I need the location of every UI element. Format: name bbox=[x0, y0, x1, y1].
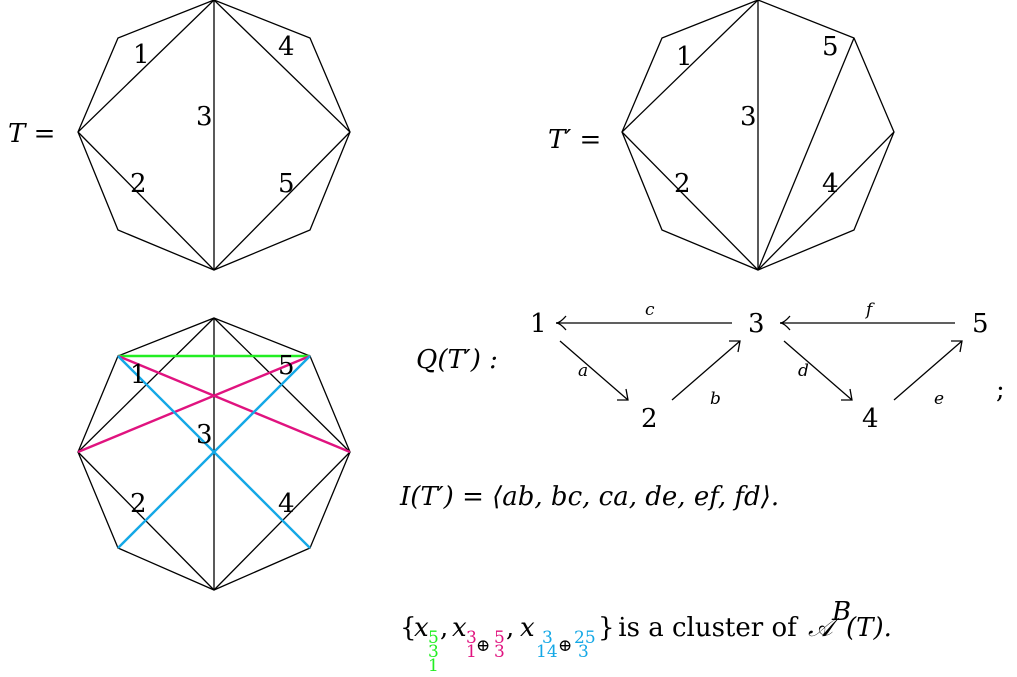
cluster-close-brace: } bbox=[598, 613, 615, 643]
tp-label-3: 3 bbox=[740, 102, 757, 132]
cluster-x3: x bbox=[520, 613, 535, 643]
x2-sub-a-3: 3 bbox=[466, 628, 477, 648]
t-label-1: 1 bbox=[133, 40, 150, 70]
cluster-algebra-sup: B bbox=[831, 597, 851, 627]
arrow-b-head bbox=[729, 340, 741, 353]
tp-label-5: 5 bbox=[822, 32, 839, 62]
x3-sub-b-25: 25 bbox=[574, 628, 596, 648]
arrow-c-head bbox=[555, 315, 567, 331]
cluster-x2: x bbox=[452, 613, 467, 643]
t-label-4: 4 bbox=[278, 32, 295, 62]
arrow-e-head bbox=[951, 340, 963, 353]
cluster-comma-1: , bbox=[440, 613, 448, 643]
octagon-t-prime: 1 2 3 4 5 bbox=[621, 0, 895, 271]
diagonal-2 bbox=[621, 131, 759, 271]
x2-oplus: ⊕ bbox=[476, 636, 490, 656]
cluster-text: is a cluster of bbox=[610, 613, 805, 643]
diagonal-4 bbox=[757, 131, 895, 271]
arrow-label-b: b bbox=[710, 389, 721, 409]
diagonal-5 bbox=[757, 37, 855, 271]
arrow-label-f: f bbox=[864, 300, 875, 320]
c-label-1: 1 bbox=[130, 360, 147, 390]
octagon-t: 1 2 3 4 5 bbox=[77, 0, 351, 271]
arrow-a bbox=[559, 340, 629, 401]
cluster-statement: { x 5 3 1 , x 3 1 ⊕ 5 3 , x 3 14 ⊕ 25 3 … bbox=[400, 597, 892, 676]
t-label-3: 3 bbox=[196, 102, 213, 132]
diagonal-5 bbox=[213, 131, 351, 271]
quiver: Q(T′) : 1 2 3 4 5 ; c f a b d e bbox=[416, 300, 1005, 434]
cyan-arc-2 bbox=[117, 355, 311, 549]
arrow-a-head bbox=[617, 388, 629, 401]
cluster-comma-2: , bbox=[506, 613, 514, 643]
quiver-semicolon: ; bbox=[996, 375, 1005, 405]
arrow-d bbox=[783, 340, 853, 401]
diagonal-4 bbox=[213, 0, 351, 133]
t-label-5: 5 bbox=[278, 169, 295, 199]
magenta-arc-2 bbox=[117, 354, 351, 454]
cluster-x1: x bbox=[414, 613, 429, 643]
x2-sub-b-3: 3 bbox=[494, 642, 505, 662]
x3-sub-a-3: 3 bbox=[542, 628, 553, 648]
quiver-node-5: 5 bbox=[972, 309, 989, 339]
quiver-node-3: 3 bbox=[748, 309, 765, 339]
ideal-equation: I(T′) = ⟨ab, bc, ca, de, ef, fd⟩. bbox=[399, 482, 779, 512]
diagonal-2 bbox=[77, 131, 215, 271]
x1-sub-1: 1 bbox=[428, 656, 439, 676]
tp-label-2: 2 bbox=[674, 169, 691, 199]
arrow-d-head bbox=[841, 388, 853, 401]
x2-sub-a-1: 1 bbox=[466, 642, 477, 662]
arrow-label-c: c bbox=[645, 300, 655, 320]
tp-label-1: 1 bbox=[676, 42, 693, 72]
arrow-f-head bbox=[779, 315, 791, 331]
c-label-5: 5 bbox=[278, 351, 295, 381]
arrow-b bbox=[671, 340, 741, 401]
quiver-node-4: 4 bbox=[862, 404, 879, 434]
x3-sub-a-14: 14 bbox=[536, 642, 558, 662]
arrow-e bbox=[893, 340, 963, 401]
x3-oplus: ⊕ bbox=[558, 636, 572, 656]
cluster-algebra-arg: (T). bbox=[846, 613, 892, 643]
t-title: T = bbox=[8, 119, 55, 149]
tp-label-4: 4 bbox=[822, 169, 839, 199]
octagon-colored: 1 2 3 4 5 bbox=[77, 317, 351, 591]
t-prime-title: T′ = bbox=[548, 125, 601, 155]
c-label-2: 2 bbox=[130, 489, 147, 519]
quiver-node-2: 2 bbox=[641, 404, 658, 434]
quiver-node-1: 1 bbox=[530, 309, 547, 339]
arrow-label-a: a bbox=[578, 361, 588, 381]
c-label-3: 3 bbox=[196, 420, 213, 450]
magenta-arc-1 bbox=[77, 354, 311, 454]
diagonal-1 bbox=[621, 0, 759, 133]
x1-sub-5: 5 bbox=[428, 628, 439, 648]
x3-sub-b-3: 3 bbox=[578, 642, 589, 662]
x2-sub-b-5: 5 bbox=[494, 628, 505, 648]
t-label-2: 2 bbox=[130, 169, 147, 199]
quiver-title: Q(T′) : bbox=[416, 345, 498, 375]
c-label-4: 4 bbox=[278, 489, 295, 519]
arrow-label-e: e bbox=[934, 389, 944, 409]
x1-sub-3: 3 bbox=[428, 642, 439, 662]
diagonal-1 bbox=[77, 0, 215, 133]
arrow-label-d: d bbox=[798, 361, 809, 381]
cluster-open-brace: { bbox=[400, 613, 417, 643]
